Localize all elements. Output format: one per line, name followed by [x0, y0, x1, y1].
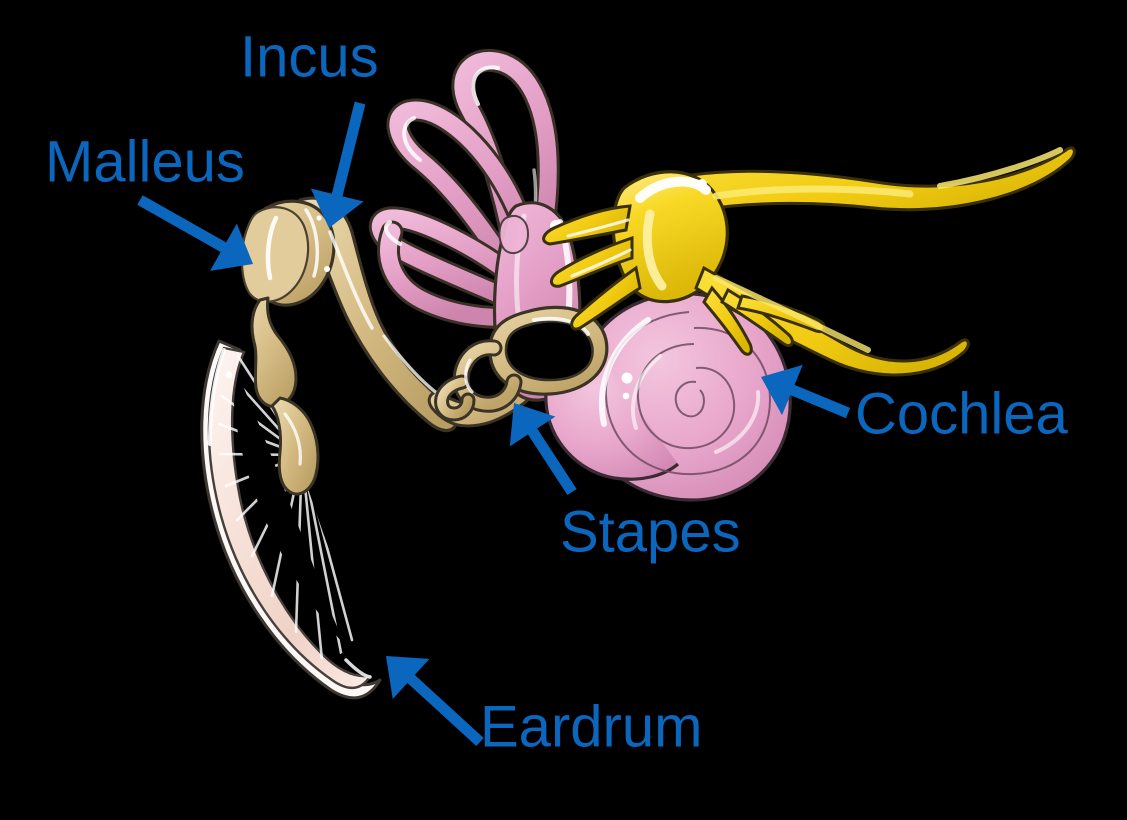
- cochlea-arrow-head: [761, 364, 803, 416]
- incus-arrow: [310, 101, 366, 228]
- label-stapes: Stapes: [560, 500, 741, 565]
- eardrum-arrow: [386, 656, 484, 747]
- stapes-arrow-head: [509, 403, 556, 447]
- label-eardrum: Eardrum: [480, 695, 702, 760]
- cochlea-arrow: [761, 364, 851, 419]
- eardrum-arrow-head: [386, 656, 430, 700]
- cochlea-arrow-shaft: [786, 383, 851, 419]
- vestibulocochlear-nerve-part: [542, 146, 1076, 377]
- eardrum-arrow-shaft: [404, 672, 484, 747]
- malleus-arrow-shaft: [137, 195, 230, 255]
- stapes-arrow-shaft: [525, 425, 577, 496]
- label-malleus: Malleus: [45, 130, 245, 195]
- incus-arrow-shaft: [330, 101, 366, 201]
- label-cochlea: Cochlea: [855, 382, 1069, 447]
- malleus-arrow-head: [210, 223, 253, 271]
- malleus-arrow: [137, 195, 253, 271]
- label-incus: Incus: [240, 25, 379, 90]
- annotation-arrows: [137, 101, 851, 747]
- stapes-arrow: [509, 403, 577, 496]
- incus-arrow-head: [310, 188, 364, 228]
